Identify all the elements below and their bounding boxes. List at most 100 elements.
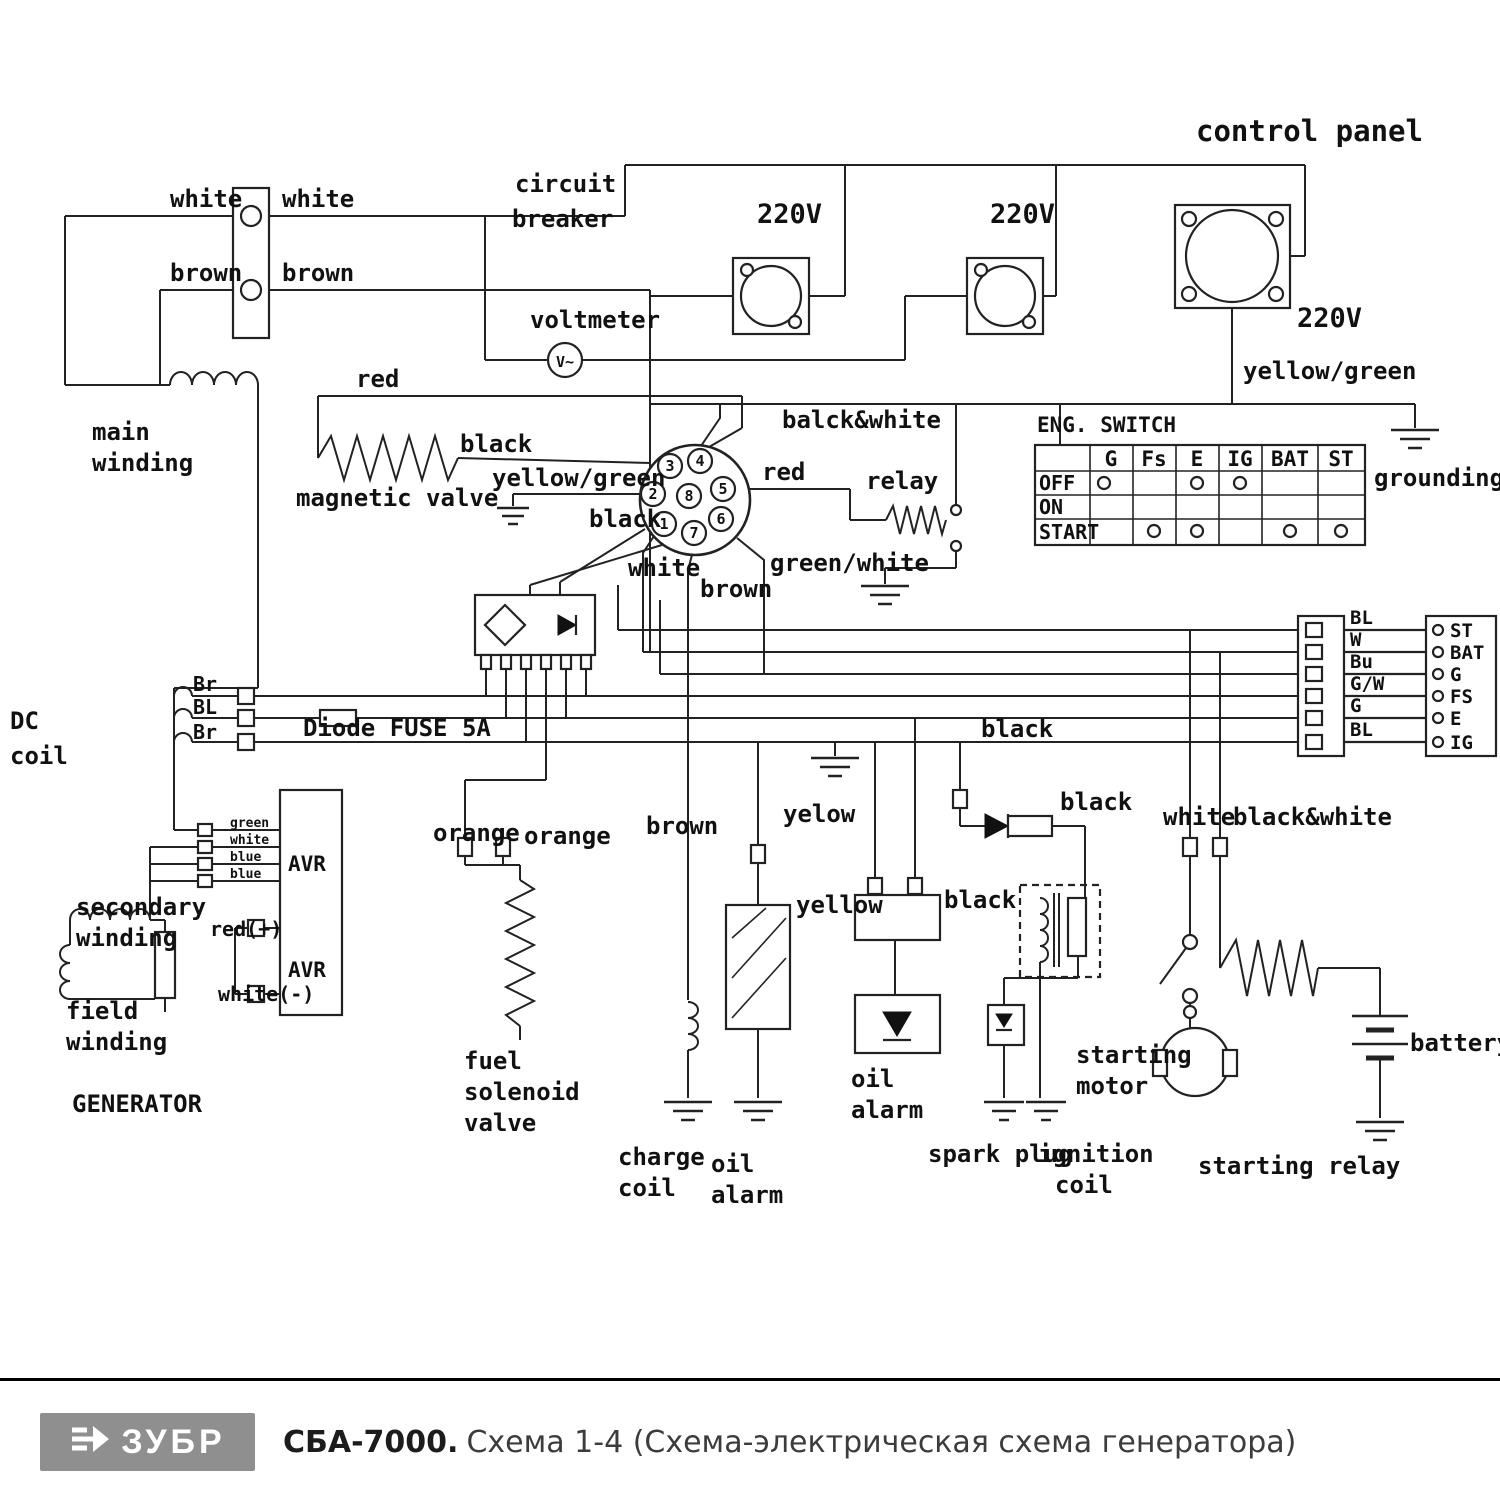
zubr-logo-icon <box>69 1422 111 1462</box>
voltmeter <box>546 341 584 379</box>
secondary-winding-label-2: winding <box>76 924 177 952</box>
ignition-diode <box>951 788 1054 839</box>
wire-label-g: G <box>1350 695 1361 717</box>
brown-left-label: brown <box>170 259 242 287</box>
brown-center-label: brown <box>700 575 772 603</box>
balck-white-label: balck&white <box>782 406 941 434</box>
voltmeter-symbol: V~ <box>556 353 574 371</box>
field-winding-label-2: winding <box>66 1028 167 1056</box>
labels: control panel white white brown brown ci… <box>10 114 1500 1209</box>
black-bus-label: black <box>981 715 1054 743</box>
outlet-220v-2 <box>965 256 1045 336</box>
footer-row: ЗУБР СБА-7000.Схема 1-4 (Схема-электриче… <box>0 1381 1500 1471</box>
main-winding-label-2: winding <box>92 449 193 477</box>
orange-left-label: orange <box>433 819 520 847</box>
outlet-220v-1 <box>731 256 811 336</box>
spark-plug-label: spark plug <box>928 1140 1073 1168</box>
eng-switch-table <box>1033 443 1367 547</box>
fuel-label-1: fuel <box>464 1047 522 1075</box>
yellow-green-center-label: yellow/green <box>492 464 665 492</box>
grounding-label: grounding <box>1374 464 1500 492</box>
avr-pin-green: green <box>230 816 269 831</box>
green-white-label: green/white <box>770 549 929 577</box>
white-left-label: white <box>170 185 242 213</box>
red-top-label: red <box>356 365 399 393</box>
starting-relay-label: starting relay <box>1198 1152 1400 1180</box>
components <box>153 186 1498 1098</box>
footer-divider <box>0 1378 1500 1381</box>
black-white-lower-label: black&white <box>1233 803 1392 831</box>
footer-caption: СБА-7000.Схема 1-4 (Схема-электрическая … <box>283 1425 1296 1460</box>
battery-label: battery <box>1410 1029 1500 1057</box>
starting-motor <box>1151 1004 1239 1098</box>
terminal-label-bat: BAT <box>1450 642 1484 664</box>
ground-main <box>1391 428 1439 450</box>
brown-lower-label: brown <box>646 812 718 840</box>
oil-alarm-label-a1: oil <box>851 1065 894 1093</box>
yelow-label: yelow <box>783 800 856 828</box>
model-number: СБА-7000. <box>283 1424 459 1460</box>
brown-right-label: brown <box>282 259 354 287</box>
ground-relay <box>861 584 909 606</box>
generator-label: GENERATOR <box>72 1090 203 1118</box>
pin-8: 8 <box>684 487 693 505</box>
eng-row-off: OFF <box>1039 471 1075 495</box>
wire-label-w: W <box>1350 629 1362 651</box>
pin-5: 5 <box>718 480 727 498</box>
eng-switch-title: ENG. SWITCH <box>1037 413 1176 437</box>
eng-col-ig: IG <box>1227 447 1252 471</box>
voltmeter-label: voltmeter <box>530 306 660 334</box>
white-minus-label: white(-) <box>218 982 314 1006</box>
oil-alarm-label-b2: alarm <box>711 1181 783 1209</box>
white-right-label: white <box>282 185 354 213</box>
caption-text: Схема 1-4 (Схема-электрическая схема ген… <box>466 1424 1297 1460</box>
ground-black-bus <box>811 756 859 778</box>
fuse <box>318 708 358 728</box>
220v-label-2: 220V <box>990 199 1055 230</box>
fuel-label-2: solenoid <box>464 1078 580 1106</box>
oil-alarm-label-b1: oil <box>711 1150 754 1178</box>
oil-alarm-label-a2: alarm <box>851 1096 923 1124</box>
ignition-coil-label-1: ignition <box>1038 1140 1154 1168</box>
zubr-logo-text: ЗУБР <box>121 1422 226 1461</box>
eng-col-g: G <box>1105 447 1118 471</box>
220v-label-3: 220V <box>1297 303 1362 334</box>
eng-col-bat: BAT <box>1271 447 1309 471</box>
pin-6: 6 <box>716 510 725 528</box>
control-panel-label: control panel <box>1196 114 1423 148</box>
diode-fuse-label: Diode FUSE 5A <box>303 714 491 742</box>
round-connector <box>638 443 752 557</box>
ground-oil-sensor <box>734 1100 782 1122</box>
relay-label: relay <box>866 467 938 495</box>
pin-3: 3 <box>665 457 674 475</box>
pin-2: 2 <box>648 485 657 503</box>
ground-yellow-green <box>497 506 529 526</box>
wire-label-bl-2: BL <box>1350 719 1373 741</box>
field-winding-label-1: field <box>66 997 138 1025</box>
secondary-winding-label-1: secondary <box>76 893 206 921</box>
orange-right-label: orange <box>524 822 611 850</box>
br-label-1: Br <box>193 672 217 696</box>
dc-coil-label-1: DC <box>10 707 39 735</box>
pin-4: 4 <box>695 452 704 470</box>
white-center-label: white <box>628 554 700 582</box>
dc-coil-connectors <box>236 686 256 752</box>
220v-label-1: 220V <box>757 199 822 230</box>
breaker-label: breaker <box>512 205 613 233</box>
pin-1: 1 <box>659 515 668 533</box>
oil-alarm-sender <box>853 876 942 942</box>
avr-label-1: AVR <box>288 852 326 876</box>
black-center-label: black <box>589 505 662 533</box>
ignition-coil-label-2: coil <box>1055 1171 1113 1199</box>
eng-col-st: ST <box>1328 447 1353 471</box>
black-top-label: black <box>460 430 533 458</box>
footer: ЗУБР СБА-7000.Схема 1-4 (Схема-электриче… <box>0 1378 1500 1471</box>
ground-battery <box>1356 1120 1404 1142</box>
top-terminal-block <box>231 186 271 340</box>
ground-symbols <box>497 428 1439 1142</box>
br-label-2: Br <box>193 720 217 744</box>
avr-label-2: AVR <box>288 958 326 982</box>
black-ignition-label: black <box>944 886 1017 914</box>
spark-plug <box>986 1003 1026 1047</box>
